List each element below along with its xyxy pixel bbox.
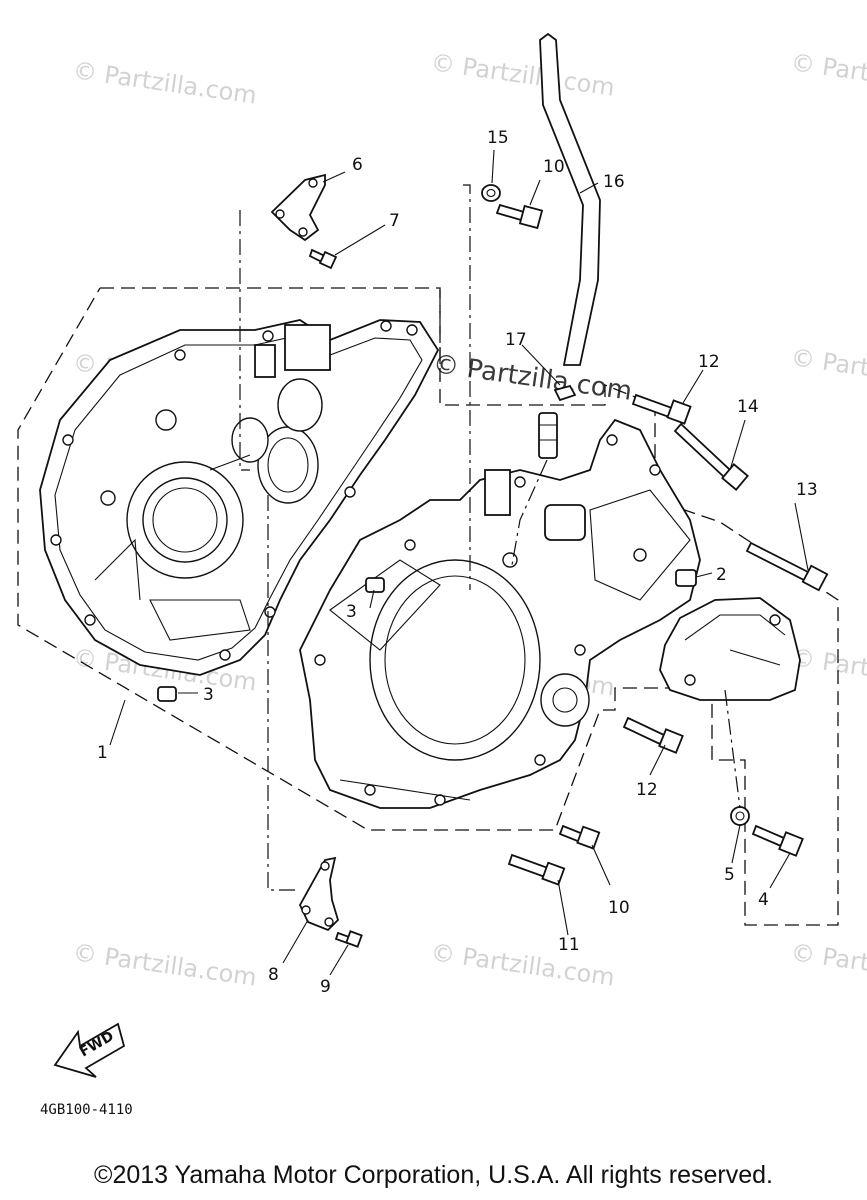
callout-10: 10	[543, 157, 565, 177]
callout-5: 5	[724, 865, 735, 885]
alignment-lines	[239, 184, 741, 891]
right-crankcase	[299, 418, 701, 809]
plates	[270, 173, 340, 932]
crankcase-cover	[659, 597, 801, 701]
fwd-arrow: FWD	[53, 1022, 126, 1078]
callout-1: 1	[97, 743, 108, 763]
callout-16: 16	[603, 172, 625, 192]
watermark-center: © Partzilla.com	[431, 349, 634, 407]
callout-8: 8	[268, 965, 279, 985]
callout-14: 14	[737, 397, 759, 417]
breather-hose	[539, 32, 601, 366]
callout-12: 12	[698, 352, 720, 372]
left-crankcase	[39, 319, 440, 676]
assembly-outlines	[17, 287, 839, 926]
callout-11: 11	[558, 935, 580, 955]
watermark: © Partzilla.com	[429, 48, 616, 102]
callout-10: 10	[608, 898, 630, 918]
dowel-pins	[157, 569, 697, 702]
callout-4: 4	[758, 890, 769, 910]
watermark: © Partzilla.com	[71, 56, 258, 110]
leader-lines	[109, 149, 809, 976]
callout-3: 3	[346, 602, 357, 622]
watermark: © Partzilla.com	[789, 48, 867, 102]
callout-9: 9	[320, 977, 331, 997]
watermark: © Partzilla.com	[71, 938, 258, 992]
callout-17: 17	[505, 330, 527, 350]
callout-7: 7	[389, 211, 400, 231]
watermark: © Partzilla.com	[789, 938, 867, 992]
callout-13: 13	[796, 480, 818, 500]
drawing-code: 4GB100-4110	[40, 1102, 133, 1118]
watermark: © Partzilla.com	[429, 938, 616, 992]
watermark: © Partzilla.com	[789, 343, 867, 397]
callout-15: 15	[487, 128, 509, 148]
watermark: © Partzilla.com	[789, 643, 867, 697]
callout-numbers: 1 2 3 3 4 5 6 7 8 9 10 10 11 12 12 13 14…	[97, 128, 818, 997]
callout-6: 6	[352, 155, 363, 175]
copyright-notice: ©2013 Yamaha Motor Corporation, U.S.A. A…	[94, 1161, 773, 1189]
callout-3: 3	[203, 685, 214, 705]
bolts	[308, 203, 829, 948]
callout-2: 2	[716, 565, 727, 585]
callout-12: 12	[636, 780, 658, 800]
